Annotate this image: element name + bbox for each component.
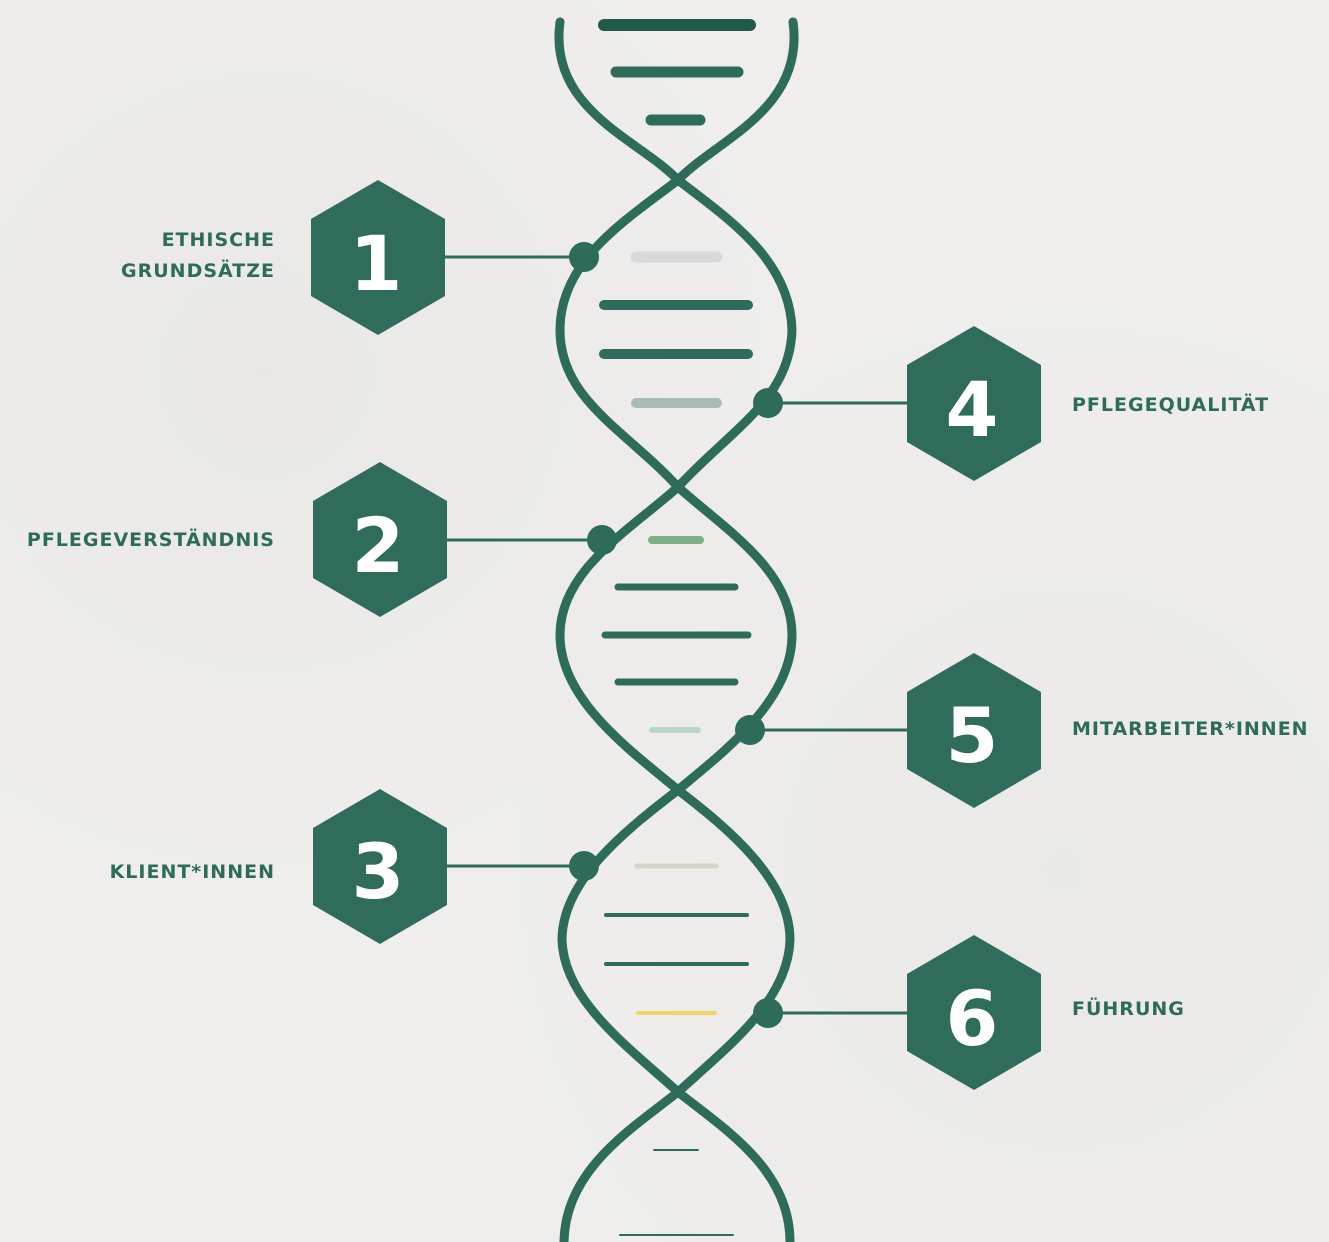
- node-label-2: PFLEGEVERSTÄNDNIS: [27, 525, 275, 556]
- node-label-1-line-2: GRUNDSÄTZE: [121, 260, 275, 282]
- connector-dot-3: [569, 851, 599, 881]
- node-label-2-line-1: PFLEGEVERSTÄNDNIS: [26, 529, 275, 551]
- node-label-6-line-1: FÜHRUNG: [1072, 998, 1185, 1020]
- helix-rungs: [598, 19, 756, 1236]
- connector-dot-1: [569, 242, 599, 272]
- hexagon-shape: [313, 789, 447, 944]
- connector-dots: [569, 242, 783, 1028]
- hexagon-2: 2: [313, 462, 447, 617]
- connectors: [440, 255, 912, 1015]
- hexagon-1: 1: [311, 180, 445, 335]
- connector-dot-5: [735, 715, 765, 745]
- hexagon-shape: [907, 653, 1041, 808]
- hexagon-number-5: 5: [946, 691, 999, 780]
- helix-strands: [554, 17, 799, 1242]
- hexagon-3: 3: [313, 789, 447, 944]
- node-label-3-line-1: KLIENT*INNEN: [109, 861, 275, 883]
- helix-strand-b: [555, 17, 799, 1242]
- hexagon-number-3: 3: [352, 827, 405, 916]
- hexagon-number-1: 1: [350, 219, 403, 308]
- hexagon-4: 4: [907, 326, 1041, 481]
- connector-dot-6: [753, 998, 783, 1028]
- hexagon-number-4: 4: [946, 365, 999, 454]
- hexagon-shape: [311, 180, 445, 335]
- connector-dot-4: [753, 388, 783, 418]
- hexagon-shape: [907, 326, 1041, 481]
- node-label-5: MITARBEITER*INNEN: [1072, 714, 1309, 745]
- hexagon-number-2: 2: [352, 501, 405, 590]
- hexagon-6: 6: [907, 935, 1041, 1090]
- node-label-4-line-1: PFLEGEQUALITÄT: [1072, 394, 1270, 416]
- hexagon-shape: [907, 935, 1041, 1090]
- node-label-5-line-1: MITARBEITER*INNEN: [1072, 718, 1309, 740]
- connector-dot-2: [587, 525, 617, 555]
- node-label-1: ETHISCHE GRUNDSÄTZE: [121, 225, 275, 287]
- hexagon-number-6: 6: [946, 974, 999, 1063]
- node-label-6: FÜHRUNG: [1072, 994, 1185, 1025]
- node-label-1-line-1: ETHISCHE: [161, 229, 275, 251]
- hexagon-shape: [313, 462, 447, 617]
- node-label-3: KLIENT*INNEN: [110, 857, 275, 888]
- helix-strand-a: [554, 17, 797, 1242]
- hexagon-5: 5: [907, 653, 1041, 808]
- node-label-4: PFLEGEQUALITÄT: [1072, 390, 1269, 421]
